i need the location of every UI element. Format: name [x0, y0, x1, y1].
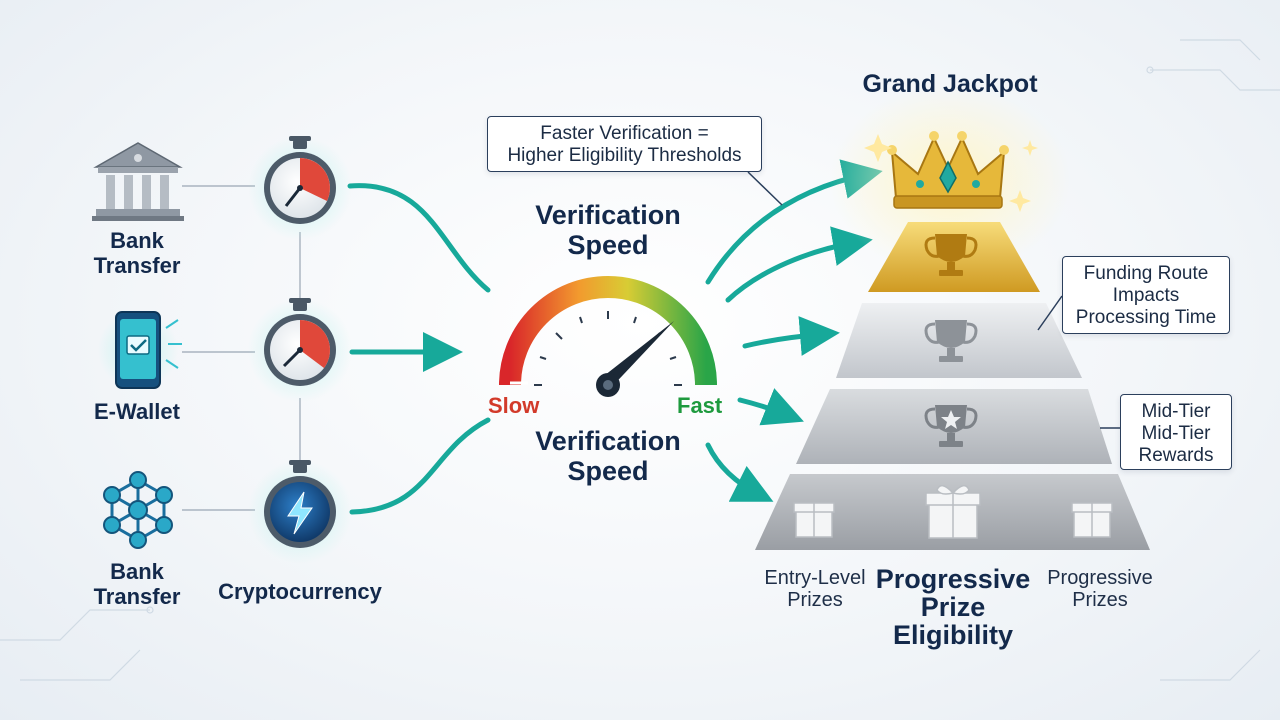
gift-icon	[925, 484, 981, 539]
sparkle-icon	[864, 134, 1038, 212]
crown-icon	[887, 131, 1009, 209]
lightning-stopwatch-icon	[248, 460, 352, 564]
gauge-slow-label: Slow	[488, 393, 540, 418]
gift-icon	[1071, 502, 1113, 538]
method-label-e-wallet: E-Wallet	[94, 399, 180, 424]
stopwatch-icon	[248, 298, 352, 402]
speed-gauge	[499, 276, 717, 397]
gauge-title-top: Verification Speed	[535, 200, 681, 261]
bank-icon	[92, 142, 184, 221]
gold-trophy-icon	[924, 234, 978, 276]
connector-lines	[182, 185, 301, 511]
label-entry-level-prizes: Entry-Level Prizes	[764, 567, 866, 612]
grand-jackpot-title: Grand Jackpot	[862, 70, 1038, 98]
callout-mid-tier: Mid-Tier Mid-Tier Rewards	[1120, 394, 1232, 470]
method-label-bank-transfer-2: Bank Transfer	[93, 559, 181, 609]
stopwatch-icon	[248, 136, 352, 240]
phone-wallet-icon	[98, 310, 182, 390]
gauge-title-bottom: Verification Speed	[535, 426, 681, 487]
gift-icon	[793, 502, 835, 538]
flow-arrows-left	[347, 183, 491, 515]
label-progressive-prize-eligibility: Progressive Prize Eligibility	[875, 564, 1031, 651]
silver-trophy-icon	[924, 320, 978, 362]
callout-funding-route: Funding Route Impacts Processing Time	[1062, 256, 1230, 334]
method-label-cryptocurrency: Cryptocurrency	[218, 579, 382, 604]
gauge-fast-label: Fast	[677, 393, 723, 418]
method-label-bank-transfer: Bank Transfer	[93, 228, 181, 278]
circuit-decoration	[0, 39, 1280, 681]
callout-faster-verification: Faster Verification = Higher Eligibility…	[487, 116, 762, 172]
callout-leaders	[747, 171, 1120, 429]
label-progressive-prizes: Progressive Prizes	[1047, 567, 1153, 612]
network-icon	[103, 471, 173, 549]
star-trophy-icon	[924, 405, 978, 447]
